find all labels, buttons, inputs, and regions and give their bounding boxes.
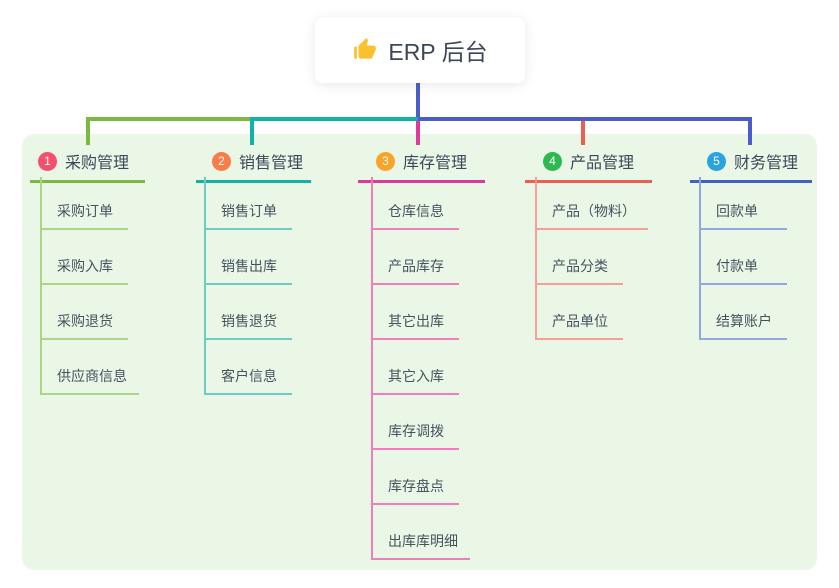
drop-line-inventory [416,121,420,145]
branch-number-badge: 2 [212,151,231,171]
branch-label: 产品管理 [570,155,635,172]
child-node[interactable]: 库存盘点 [371,477,459,505]
branches-panel [22,134,817,570]
child-node[interactable]: 采购退货 [40,312,128,340]
child-node[interactable]: 产品分类 [535,257,623,285]
branch-number-badge: 4 [543,151,562,171]
branch-number-badge: 5 [707,151,726,171]
branch-header-purchase[interactable]: 1 采购管理 [30,149,145,183]
child-node[interactable]: 产品（物料） [535,202,648,230]
child-node[interactable]: 库存调拨 [371,422,459,450]
child-node[interactable]: 出库库明细 [371,532,470,560]
branch-spine-line [699,177,701,340]
branch-header-inventory[interactable]: 3 库存管理 [358,149,485,183]
child-node[interactable]: 客户信息 [204,367,292,395]
child-node[interactable]: 采购订单 [40,202,128,230]
drop-line-purchase [86,117,90,145]
branch-header-product[interactable]: 4 产品管理 [525,149,652,183]
root-title: ERP 后台 [388,39,488,65]
thumbs-up-icon [354,38,377,59]
drop-line-product [581,121,585,145]
branch-label: 采购管理 [65,155,130,172]
branch-label: 库存管理 [403,155,468,172]
child-node[interactable]: 销售出库 [204,257,292,285]
branch-number-badge: 3 [376,151,395,171]
bus-line-right [418,117,752,121]
drop-line-finance [748,117,752,145]
child-node[interactable]: 仓库信息 [371,202,459,230]
child-node[interactable]: 产品单位 [535,312,623,340]
child-node[interactable]: 结算账户 [699,312,787,340]
child-node[interactable]: 其它入库 [371,367,459,395]
child-node[interactable]: 销售订单 [204,202,292,230]
root-connector-line [416,83,420,121]
branch-spine-line [204,177,206,394]
bus-line-sales [250,117,418,121]
child-node[interactable]: 付款单 [699,257,787,285]
child-node[interactable]: 产品库存 [371,257,459,285]
branch-spine-line [535,177,537,340]
child-node[interactable]: 供应商信息 [40,367,139,395]
branch-label: 销售管理 [239,155,304,172]
branch-spine-line [371,177,373,560]
branch-spine-line [40,177,42,394]
drop-line-sales [250,117,254,145]
branch-number-badge: 1 [38,151,57,171]
branch-header-finance[interactable]: 5 财务管理 [690,149,812,183]
child-node[interactable]: 回款单 [699,202,787,230]
bus-line-purchase [86,117,254,121]
child-node[interactable]: 销售退货 [204,312,292,340]
root-node[interactable]: ERP 后台 [315,17,525,83]
child-node[interactable]: 其它出库 [371,312,459,340]
child-node[interactable]: 采购入库 [40,257,128,285]
branch-header-sales[interactable]: 2 销售管理 [196,149,311,183]
branch-label: 财务管理 [734,155,799,172]
